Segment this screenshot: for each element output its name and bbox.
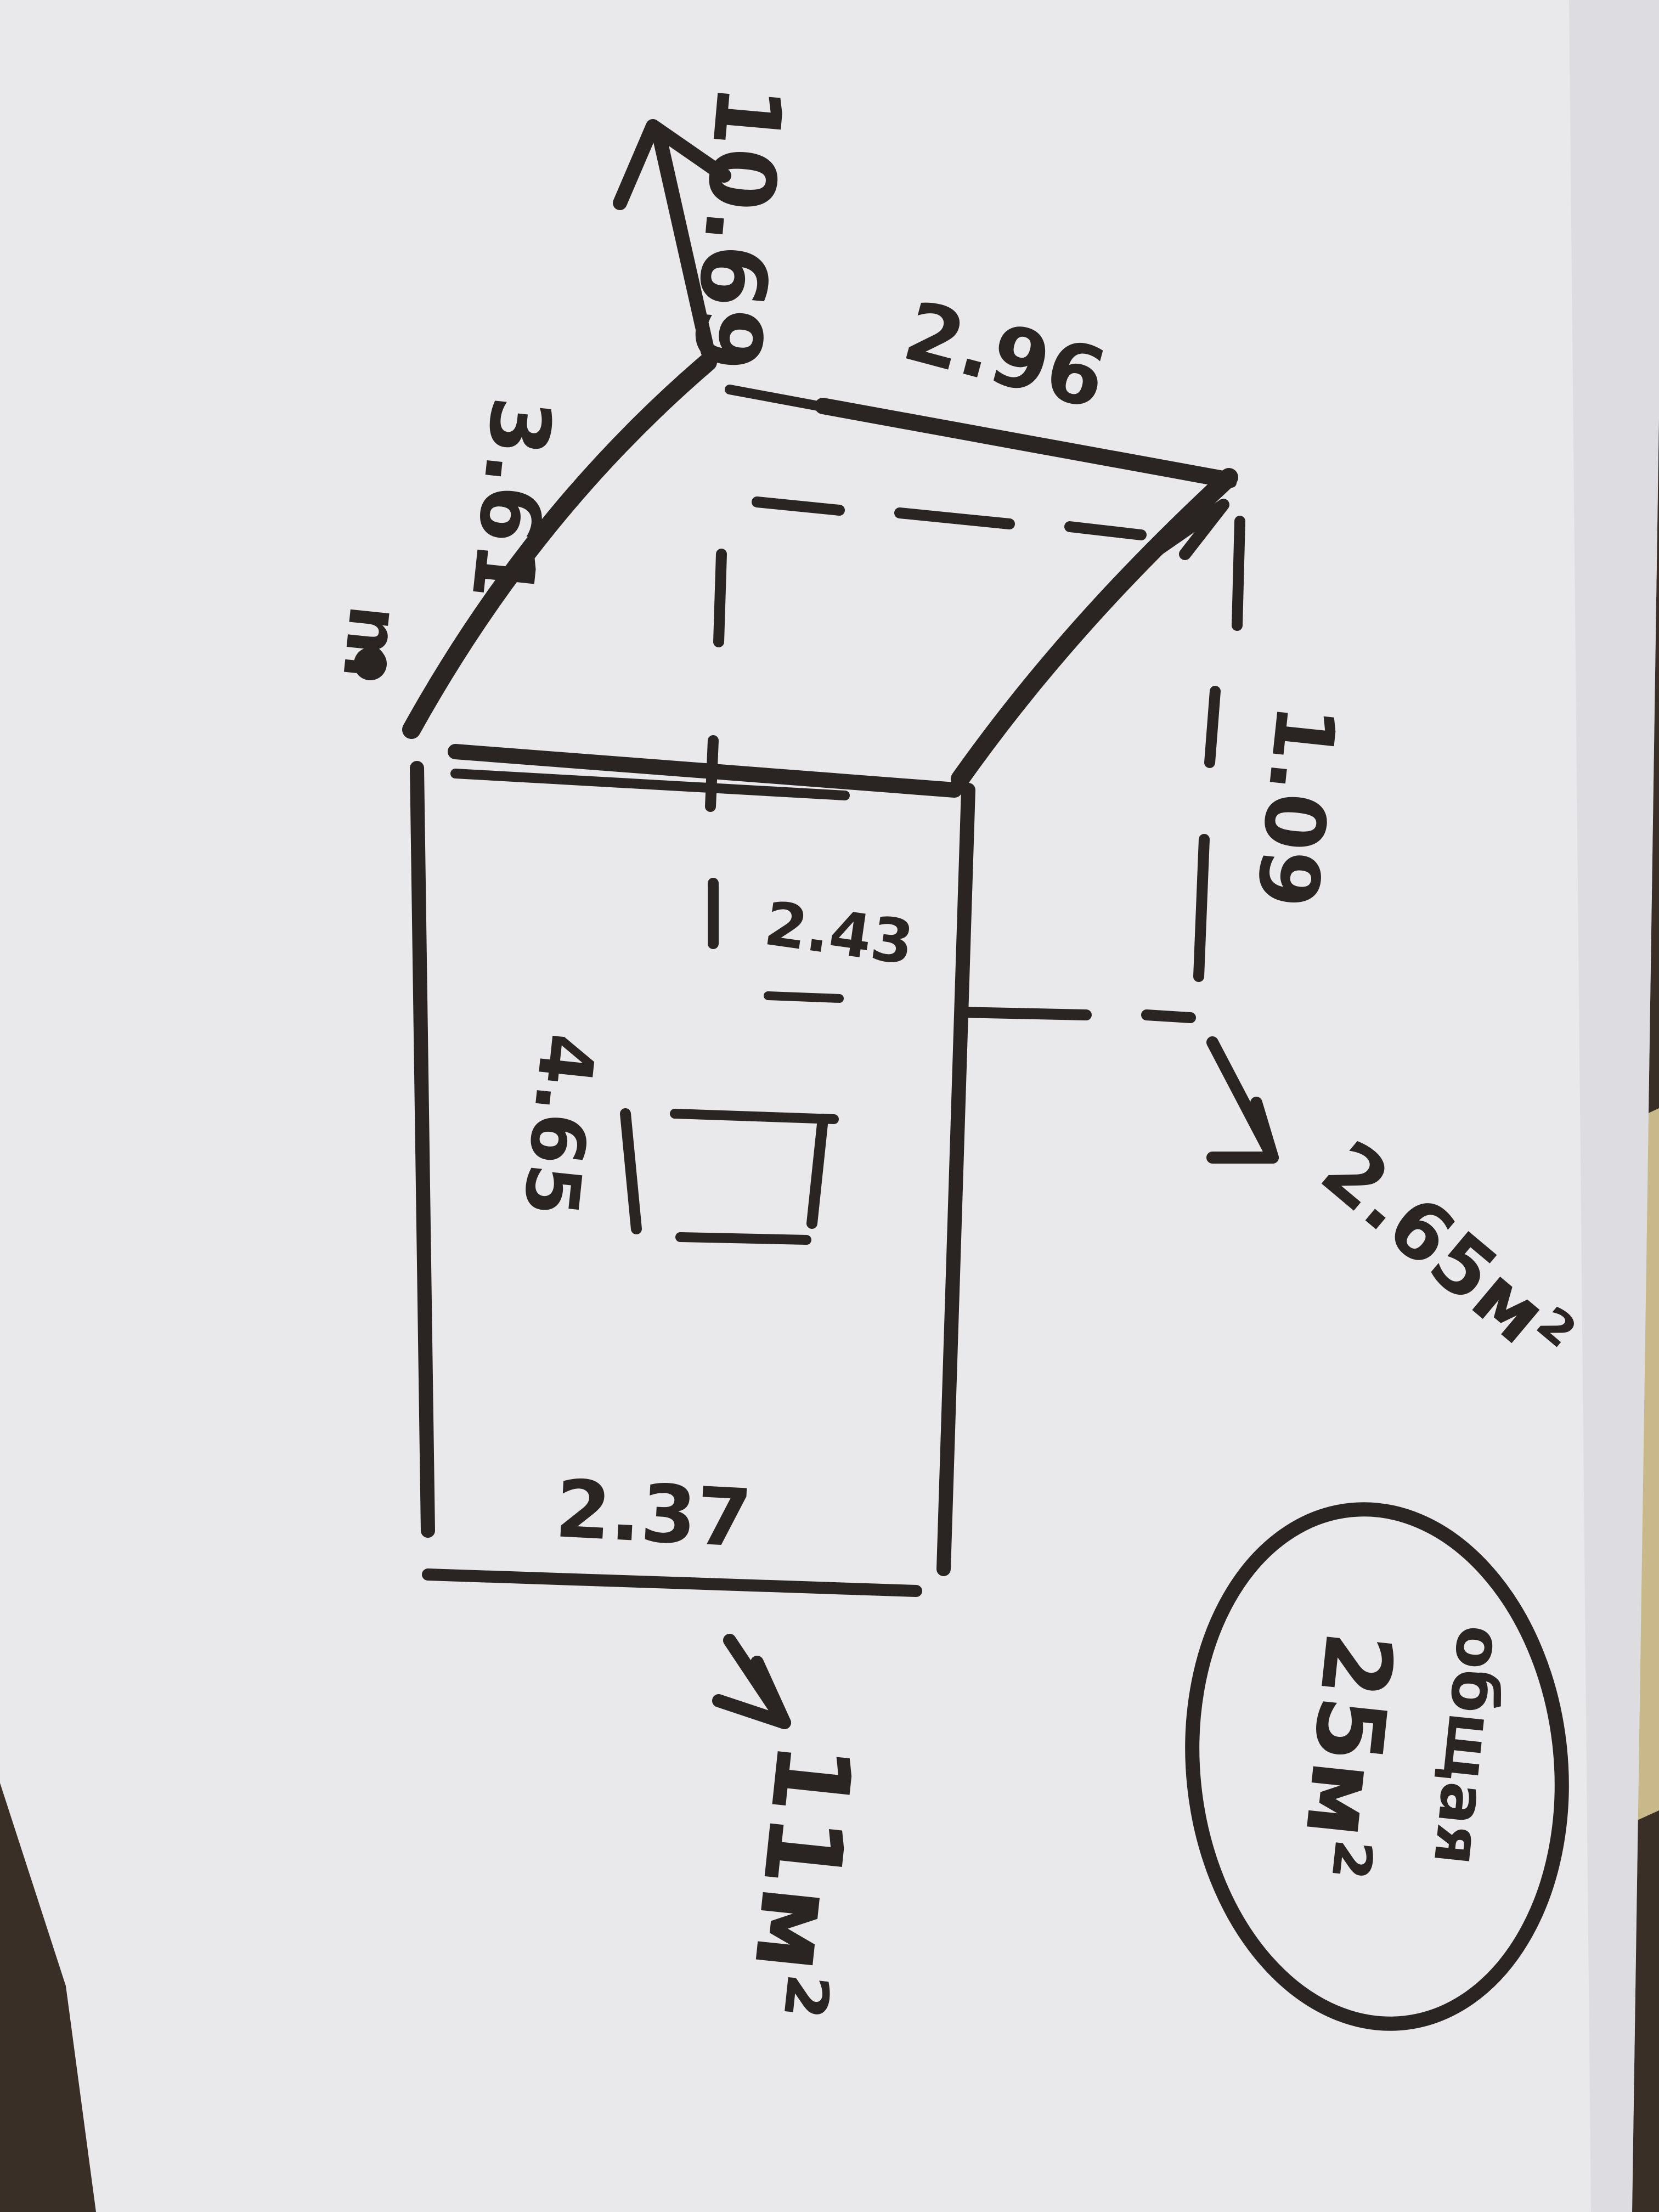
hidden-roof-dash-2 xyxy=(894,507,1015,529)
side-arrow-head xyxy=(1206,1097,1279,1164)
bottom-arrow-head xyxy=(712,1656,791,1729)
roof-front-slope xyxy=(951,468,1238,788)
paper-shadow xyxy=(1569,0,1659,2212)
window-right xyxy=(806,1114,828,1229)
top-arrow-value: 10.69 xyxy=(673,81,803,375)
wall-height: 4.65 xyxy=(506,1030,611,1221)
roof-label-dot xyxy=(354,647,387,680)
top-arrow-head xyxy=(613,119,731,210)
window-bottom xyxy=(675,1232,811,1245)
side-horizontal-dash-2 xyxy=(1141,1009,1196,1023)
window-top xyxy=(670,1109,839,1124)
window-left xyxy=(620,1108,642,1234)
bottom-arrow-value: 11м² xyxy=(726,1736,875,2023)
inner-width-underline xyxy=(764,991,844,1003)
roof-slope-arrowhead xyxy=(1146,499,1229,560)
roof-slope-line xyxy=(402,353,717,739)
roof-height: 1.09 xyxy=(1238,700,1354,912)
side-vertical-dash-2 xyxy=(1204,686,1221,768)
roof-slope-length: 3.61 xyxy=(453,393,569,605)
total-value: 25м² xyxy=(1279,1627,1413,1884)
total-circle xyxy=(1185,1502,1569,2031)
side-horizontal-dash-1 xyxy=(955,1007,1092,1020)
wall-bottom-edge xyxy=(422,1568,922,1597)
side-vertical-dash-3 xyxy=(1193,834,1210,982)
top-arrow-shaft xyxy=(651,125,715,358)
roof-back-edge xyxy=(815,398,1237,488)
wall-width: 2.37 xyxy=(553,1463,754,1565)
side-vertical-dash-1 xyxy=(1232,516,1245,631)
wall-right-edge xyxy=(936,783,975,1576)
hidden-roof-dash-3 xyxy=(1064,521,1147,540)
wall-top-edge-inner xyxy=(450,769,850,800)
wall-left-edge xyxy=(410,761,435,1538)
hidden-roof-dash-1 xyxy=(752,496,845,516)
roof-unit: m xyxy=(326,602,417,685)
hidden-vertical-dash-1 xyxy=(713,549,727,647)
wall-top-edge xyxy=(448,744,962,798)
